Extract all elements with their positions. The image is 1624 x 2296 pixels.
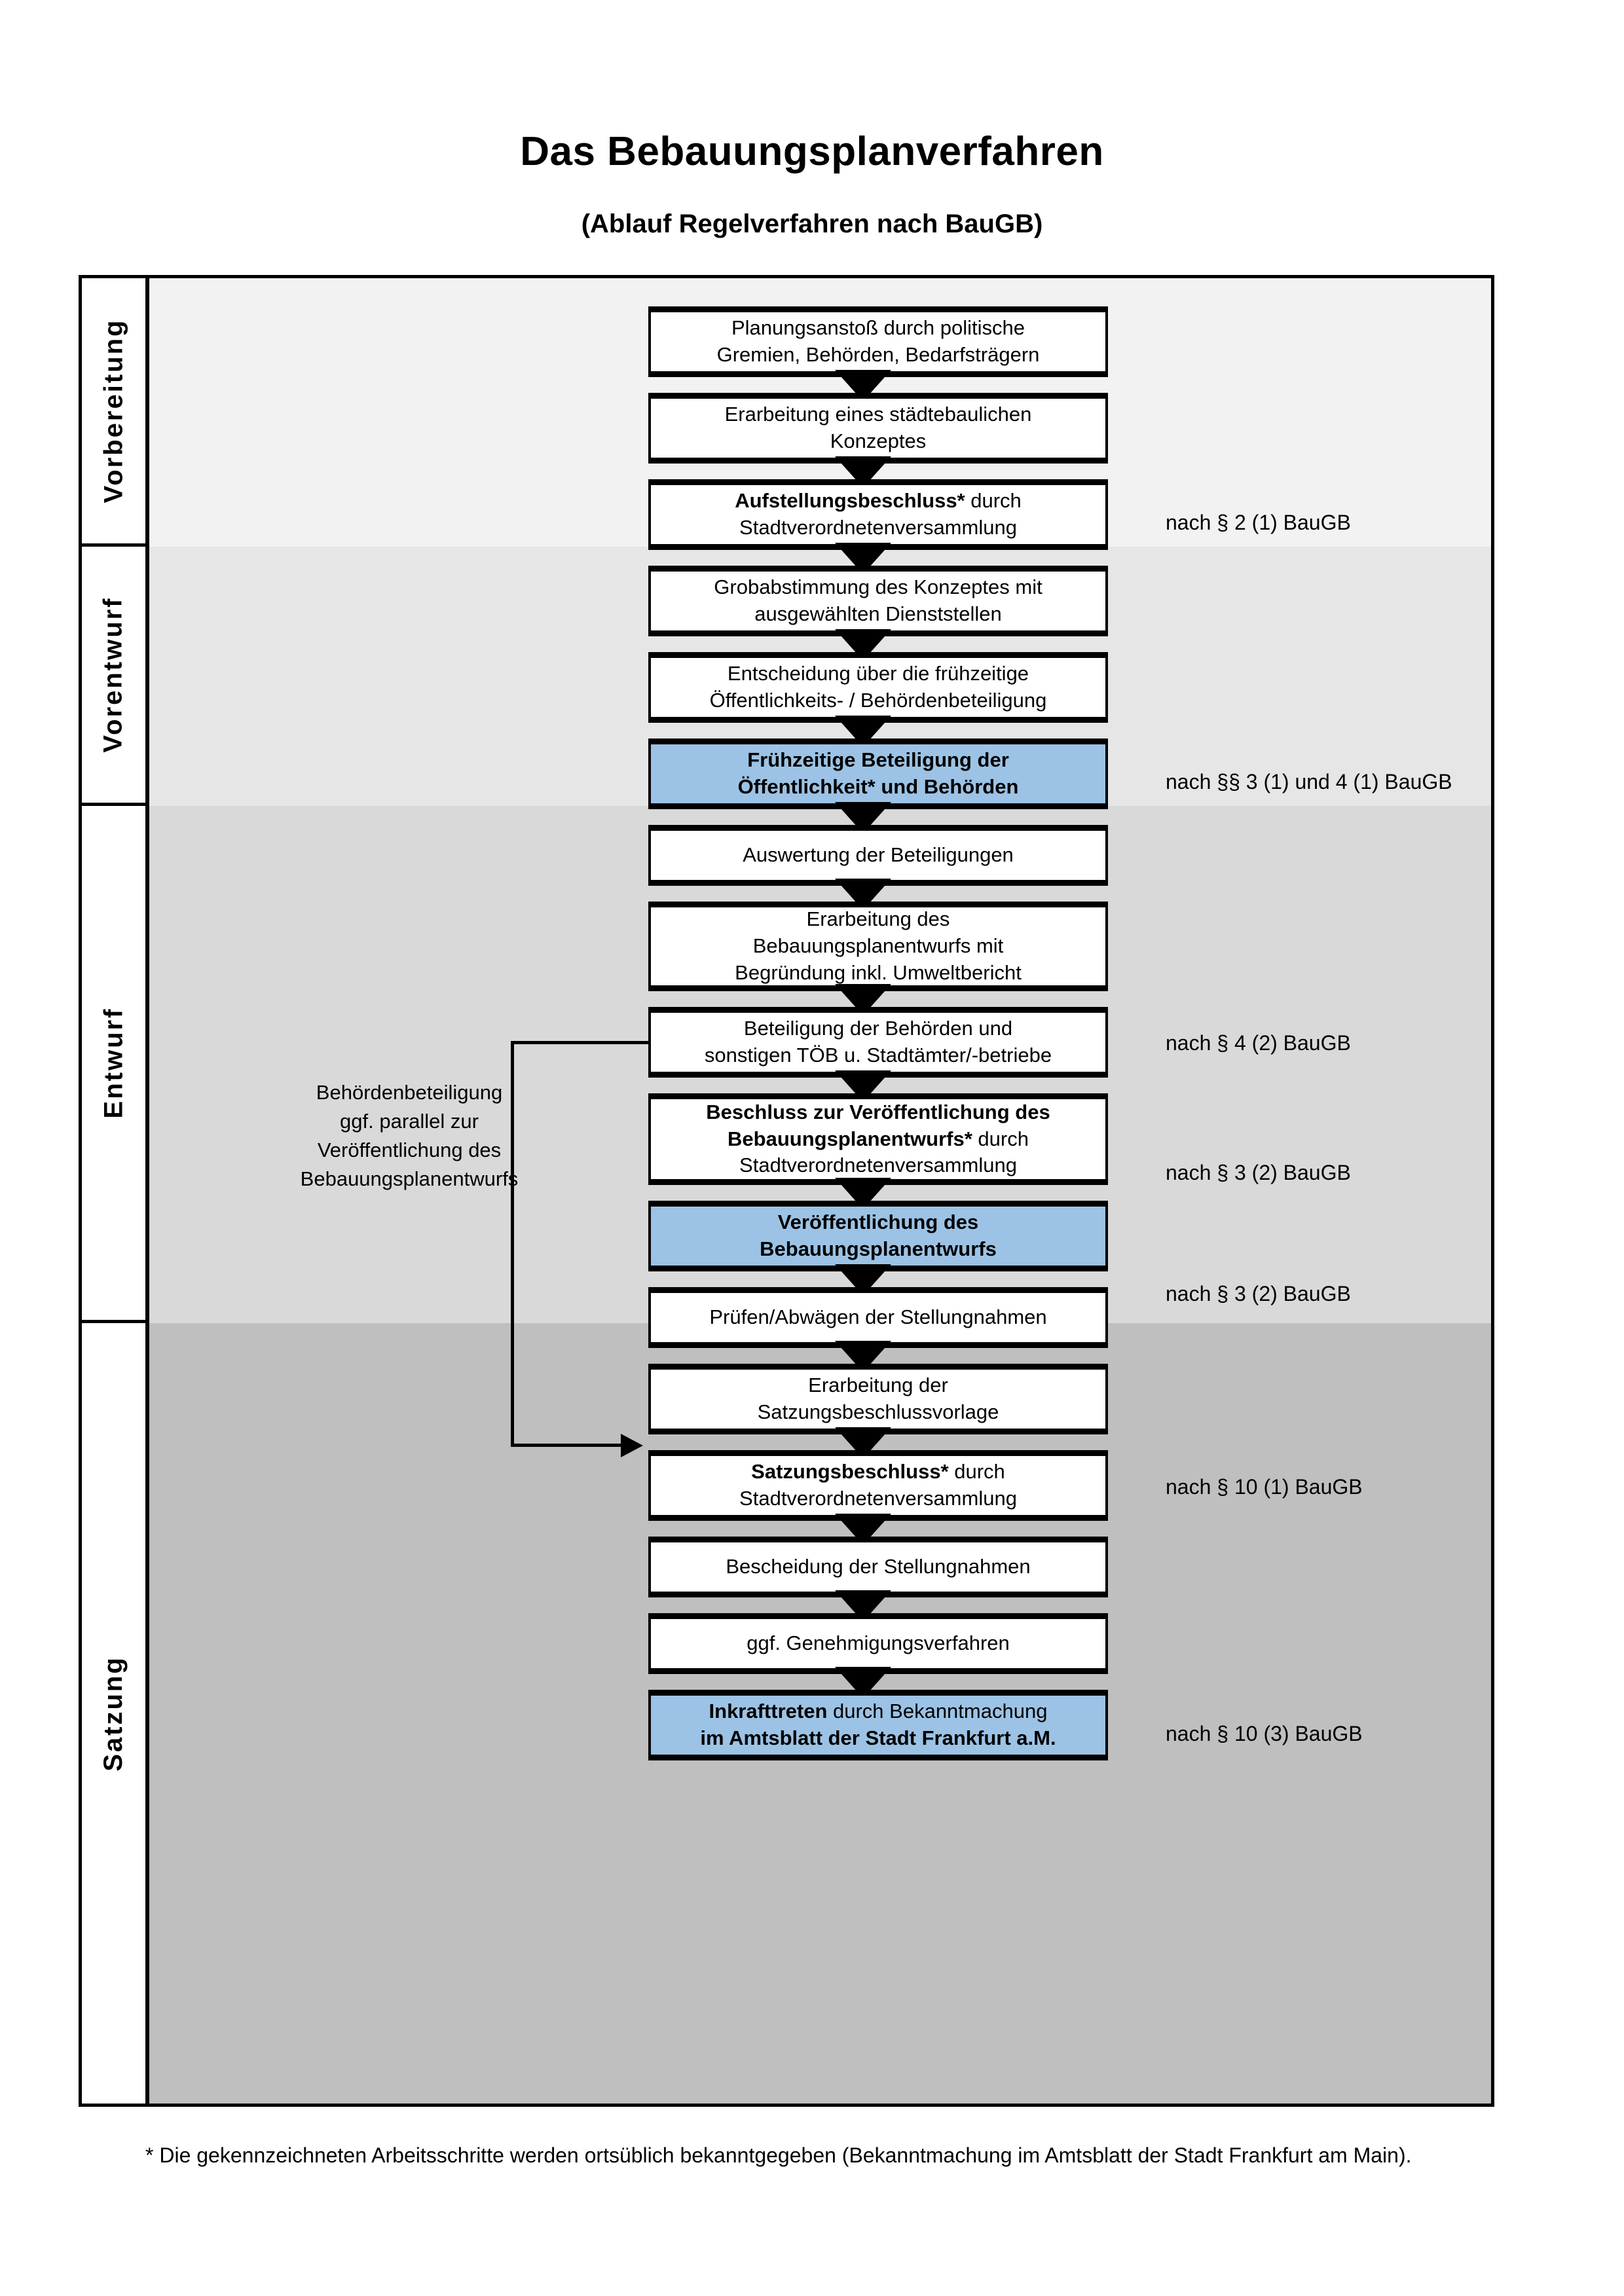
phase-label-divider — [145, 278, 149, 2104]
loop-connector-bottom-segment — [511, 1444, 622, 1447]
sidenote-line: ggf. parallel zur — [340, 1110, 479, 1133]
sidenote-behoerdenbeteiligung: Behördenbeteiligung ggf. parallel zur Ve… — [252, 1078, 566, 1194]
phase-label-satzung: Satzung — [82, 1323, 145, 2104]
sidenote-line: Bebauungsplanentwurfs — [300, 1167, 519, 1191]
step-box-auswertung-beteiligungen[interactable]: Auswertung der Beteiligungen — [648, 825, 1108, 886]
step-text: Bescheidung der Stellungnahmen — [726, 1555, 1031, 1578]
anno-inkrafttreten: nach § 10 (3) BauGB — [1166, 1722, 1363, 1745]
loop-connector-top-segment — [511, 1041, 650, 1044]
phase-label-text: Vorentwurf — [99, 596, 128, 753]
step-text: ggf. Genehmigungsverfahren — [747, 1631, 1010, 1655]
flowchart-frame: Vorbereitung Vorentwurf Entwurf Satzung … — [79, 275, 1494, 2107]
loop-connector-arrowhead-icon — [621, 1434, 643, 1457]
phase-label-text: Vorbereitung — [99, 318, 128, 503]
phase-label-text: Entwurf — [99, 1007, 128, 1119]
sidenote-line: Veröffentlichung des — [317, 1139, 502, 1162]
anno-satzungsbeschluss: nach § 10 (1) BauGB — [1166, 1475, 1363, 1499]
anno-fruehzeitige-beteiligung: nach §§ 3 (1) und 4 (1) BauGB — [1166, 770, 1452, 793]
step-box-genehmigungsverfahren[interactable]: ggf. Genehmigungsverfahren — [648, 1613, 1108, 1674]
step-text: Prüfen/Abwägen der Stellungnahmen — [709, 1305, 1047, 1329]
page-title: Das Bebauungsplanverfahren — [520, 129, 1104, 174]
step-text: Auswertung der Beteiligungen — [743, 843, 1014, 867]
phase-label-text: Satzung — [99, 1655, 128, 1772]
phase-label-vorbereitung: Vorbereitung — [82, 278, 145, 547]
footnote: * Die gekennzeichneten Arbeitsschritte w… — [145, 2143, 1412, 2167]
phase-label-entwurf: Entwurf — [82, 806, 145, 1323]
anno-veroeffentlichung-entwurf: nach § 3 (2) BauGB — [1166, 1282, 1351, 1305]
page-subtitle: (Ablauf Regelverfahren nach BauGB) — [581, 210, 1043, 238]
sidenote-line: Behördenbeteiligung — [316, 1081, 503, 1104]
anno-aufstellungsbeschluss: nach § 2 (1) BauGB — [1166, 511, 1351, 534]
step-box-bescheidung-stellungnahmen[interactable]: Bescheidung der Stellungnahmen — [648, 1537, 1108, 1597]
phase-label-vorentwurf: Vorentwurf — [82, 547, 145, 806]
loop-connector-left-segment — [511, 1041, 514, 1447]
anno-beteiligung-behoerden: nach § 4 (2) BauGB — [1166, 1031, 1351, 1055]
anno-beschluss-veroeffentlichung: nach § 3 (2) BauGB — [1166, 1161, 1351, 1184]
step-box-pruefen-abwaegen[interactable]: Prüfen/Abwägen der Stellungnahmen — [648, 1287, 1108, 1348]
